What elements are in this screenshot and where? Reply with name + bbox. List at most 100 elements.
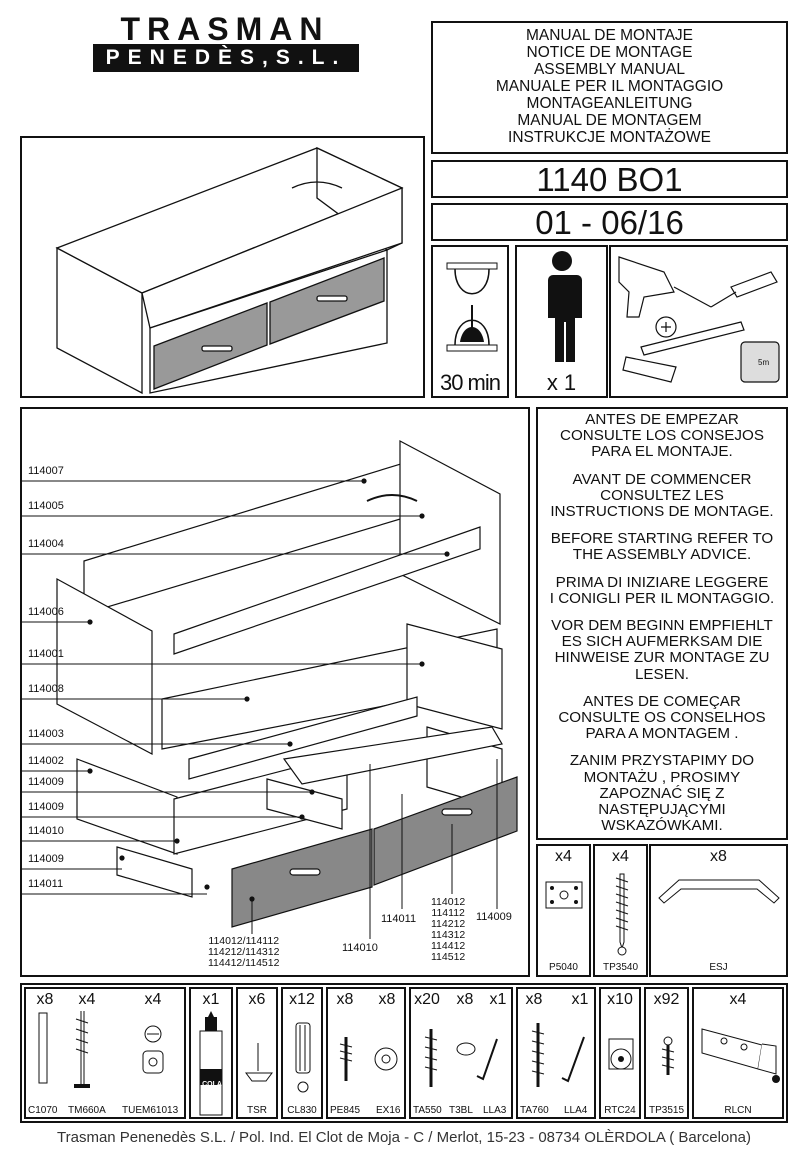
- hardware-code: LLA4: [564, 1105, 588, 1116]
- hardware-code: EX16: [376, 1105, 401, 1116]
- hardware-qty: x4: [612, 848, 629, 865]
- hardware-qty: x10: [607, 991, 633, 1008]
- part-label: 114011: [28, 878, 64, 890]
- part-label: 114004: [28, 538, 64, 550]
- advice-pt: ANTES DE COMEÇAR CONSULTE OS CONSELHOS P…: [558, 692, 766, 743]
- part-label: 114007: [28, 465, 64, 477]
- part-label-drawer-front: 114012 114112 114212 114312 114412 11451…: [431, 896, 466, 963]
- hardware-code: TSR: [247, 1105, 267, 1116]
- hourglass-icon: [446, 262, 498, 352]
- persons-count: x 1: [546, 370, 577, 395]
- part-label: 114001: [28, 648, 64, 660]
- glide-icon: [245, 1043, 273, 1082]
- manual-titles: MANUAL DE MONTAJE NOTICE DE MONTAGE ASSE…: [431, 21, 788, 154]
- part-label: 114009: [28, 776, 64, 788]
- hardware-qty: x1: [489, 991, 507, 1008]
- hardware-group-1: x8 x4 x4 C1070 TM660A TUEM61013: [24, 987, 186, 1119]
- brand-subtitle: PENEDÈS,S.L.: [93, 44, 359, 72]
- model-number: 1140 BO1: [431, 160, 788, 198]
- title-de: MONTAGEANLEITUNG: [526, 95, 693, 112]
- part-label: 114003: [28, 728, 64, 740]
- advice-en: BEFORE STARTING REFER TO THE ASSEMBLY AD…: [550, 530, 774, 564]
- advice-pl: ZANIM PRZYSTAPIMY DO MONTAŻU , PROSIMY Z…: [569, 752, 755, 835]
- title-en: ASSEMBLY MANUAL: [533, 61, 686, 78]
- title-pt: MANUAL DE MONTAGEM: [517, 112, 702, 129]
- title-fr: NOTICE DE MONTAGE: [526, 44, 693, 61]
- hardware-tp3540: x4 TP3540: [593, 844, 648, 977]
- hardware-code: RTC24: [604, 1105, 636, 1116]
- part-label: 114002: [28, 755, 64, 767]
- hardware-p5040: x4 P5040: [536, 844, 591, 977]
- hardware-group-6: x20 x8 x1 TA550 T3BL LLA3: [409, 987, 513, 1119]
- persons-panel: x 1: [515, 245, 608, 398]
- hardware-code: C1070: [28, 1105, 58, 1116]
- tools-icon: 5m: [618, 256, 780, 383]
- part-label: 114009: [28, 853, 64, 865]
- hardware-qty: x8: [525, 991, 543, 1008]
- hardware-group-10: x4 RLCN: [692, 987, 784, 1119]
- hardware-group-3: x6 TSR: [236, 987, 278, 1119]
- part-label-front: 114012/114112 114212/114312 114412/11451…: [208, 935, 280, 969]
- advice-de: VOR DEM BEGINN EMPFIEHLT ES SICH AUFMERK…: [551, 617, 773, 683]
- hardware-code: ESJ: [709, 962, 728, 973]
- exploded-view: 114007 114005 114004 114006 114001 11400…: [20, 407, 530, 977]
- screw-key-icons: [531, 1023, 585, 1087]
- hardware-qty: x4: [78, 991, 96, 1008]
- hardware-group-9: x92 TP3515: [644, 987, 689, 1119]
- hardware-code: RLCN: [724, 1105, 752, 1116]
- time-panel: 30 min: [431, 245, 509, 398]
- hardware-qty: x1: [202, 991, 220, 1008]
- part-label-bottom: 114011: [381, 913, 417, 925]
- hardware-qty: x8: [378, 991, 396, 1008]
- brand-name: TRASMAN: [120, 11, 330, 47]
- part-label: 114009: [28, 801, 64, 813]
- assembly-advice: ANTES DE EMPEZAR CONSULTE LOS CONSEJOS P…: [536, 407, 788, 840]
- hardware-code: P5040: [549, 962, 578, 973]
- hardware-code: TA760: [520, 1105, 549, 1116]
- bed-illustration: [55, 146, 404, 395]
- hardware-qty: x4: [144, 991, 162, 1008]
- part-label: 114006: [28, 606, 64, 618]
- hardware-code: PE845: [330, 1105, 361, 1116]
- svg-text:5m: 5m: [758, 358, 769, 367]
- hardware-group-5: x8 x8 PE845 EX16: [326, 987, 406, 1119]
- hardware-qty: x4: [729, 991, 747, 1008]
- hardware-group-7: x8 x1 TA760 LLA4: [516, 987, 596, 1119]
- plate-icon: [545, 881, 583, 909]
- assembly-time: 30 min: [439, 370, 501, 395]
- hardware-code: T3BL: [449, 1105, 473, 1116]
- hardware-code: LLA3: [483, 1105, 507, 1116]
- company-address: Trasman Penenedès S.L. / Pol. Ind. El Cl…: [57, 1129, 751, 1146]
- hardware-group-4: x12 CL830: [281, 987, 323, 1119]
- tools-panel: 5m: [609, 245, 788, 398]
- dowel-bolt-icons: [38, 1011, 164, 1088]
- glue-bottle-icon: [199, 1011, 223, 1116]
- cam-bolt-icons: [339, 1037, 398, 1081]
- part-label-base: 114010: [342, 942, 378, 954]
- title-it: MANUALE PER IL MONTAGGIO: [495, 78, 724, 95]
- part-label: 114010: [28, 825, 64, 837]
- hardware-esj: x8 ESJ: [649, 844, 788, 977]
- revision-date: 01 - 06/16: [431, 203, 788, 241]
- hardware-qty: x6: [248, 991, 266, 1008]
- wheel-icon: [608, 1038, 634, 1070]
- hardware-qty: x8: [456, 991, 474, 1008]
- hardware-code: TP3540: [602, 962, 639, 973]
- hardware-code: TM660A: [68, 1105, 106, 1116]
- advice-it: PRIMA DI INIZIARE LEGGERE I CONIGLI PER …: [549, 573, 775, 607]
- hardware-qty: x8: [336, 991, 354, 1008]
- hardware-qty: x8: [710, 848, 727, 865]
- person-icon: [547, 251, 582, 362]
- small-screw-icon: [661, 1036, 675, 1075]
- dowel-icon: [295, 1022, 311, 1093]
- hardware-code: TP3515: [648, 1105, 685, 1116]
- advice-es: ANTES DE EMPEZAR CONSULTE LOS CONSEJOS P…: [560, 411, 764, 461]
- part-label: 114005: [28, 500, 64, 512]
- hardware-group-8: x10 RTC24: [599, 987, 641, 1119]
- hardware-code: CL830: [287, 1105, 317, 1116]
- hardware-qty: x12: [289, 991, 315, 1008]
- part-label: 114008: [28, 683, 64, 695]
- title-pl: INSTRUKCJE MONTAŻOWE: [508, 129, 711, 146]
- screw-cap-key-icons: [424, 1029, 498, 1087]
- screw-icon: [615, 873, 629, 956]
